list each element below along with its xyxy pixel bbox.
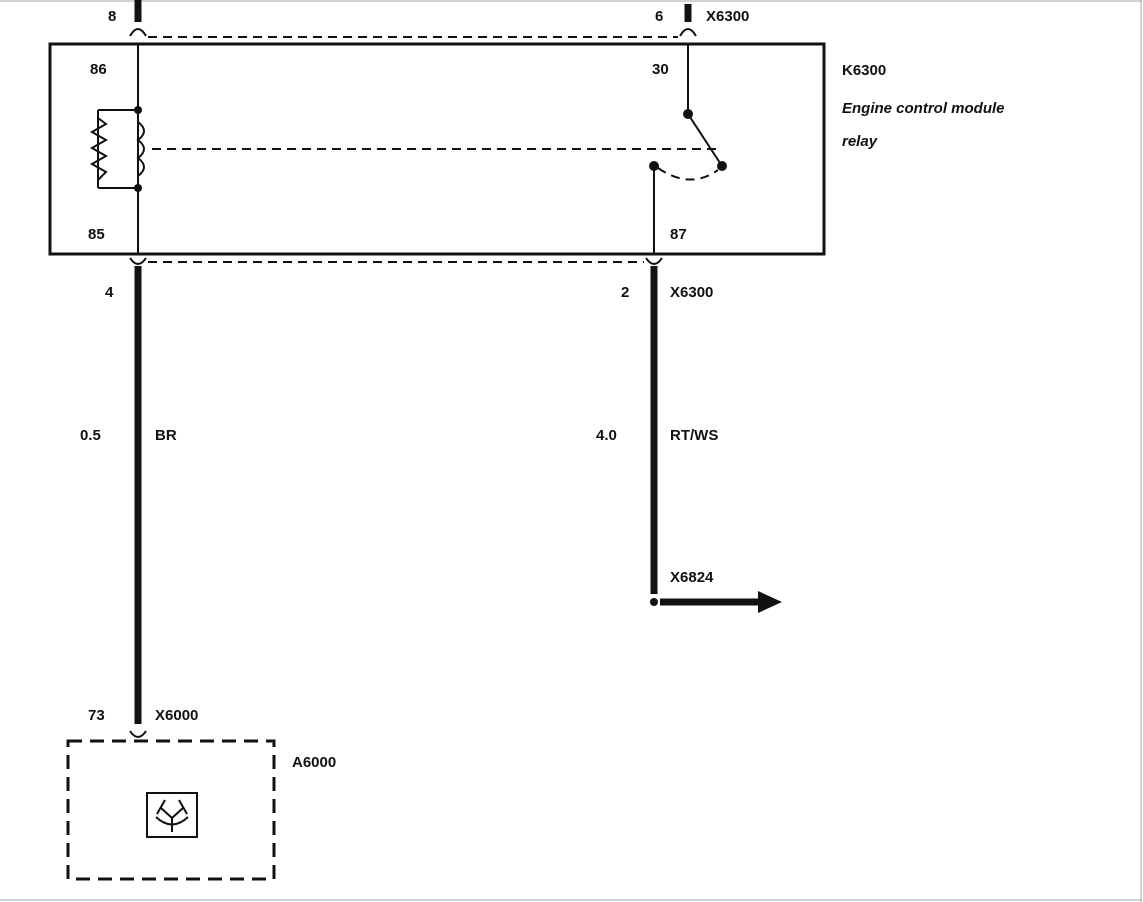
coil-node-top: [134, 106, 142, 114]
wire-right: 4.0 RT/WS X6824: [596, 266, 782, 613]
relay-k6300: K6300 Engine control module relay 86 85 …: [48, 42, 1005, 256]
top-connector-pin-right: 6: [655, 8, 663, 25]
top-connector-id: X6300: [706, 8, 749, 25]
relay-pin-30: 30: [652, 61, 669, 78]
module-box: [66, 739, 276, 881]
relay-pin-87: 87: [670, 226, 687, 243]
top-connector: 8 6 X6300: [108, 0, 749, 38]
wire-right-size: 4.0: [596, 427, 617, 444]
module-connector-pin: 73: [88, 707, 105, 724]
switch-blade: [687, 113, 723, 167]
relay-id: K6300: [842, 62, 886, 79]
switch-node-blade: [717, 161, 727, 171]
bottom-left-socket-arc: [129, 257, 147, 265]
top-left-plug-arc: [129, 28, 147, 37]
relay-name-line1: Engine control module: [842, 100, 1005, 117]
module-connector-id: X6000: [155, 707, 198, 724]
wire-left-color-code: BR: [155, 427, 177, 444]
arrow-right-icon: [758, 591, 782, 613]
wire-right-destination: X6824: [670, 569, 714, 586]
bottom-connector: 4 2 X6300: [105, 257, 713, 301]
coil-winding: [136, 121, 145, 177]
wire-right-color-code: RT/WS: [670, 427, 718, 444]
relay-name-line2: relay: [842, 133, 878, 150]
bottom-connector-pin-left: 4: [105, 284, 114, 301]
relay-pin-85: 85: [88, 226, 105, 243]
relay-pin-86: 86: [90, 61, 107, 78]
coil-node-bottom: [134, 184, 142, 192]
top-right-plug-arc: [679, 28, 697, 37]
bottom-connector-pin-right: 2: [621, 284, 629, 301]
top-connector-pin-left: 8: [108, 8, 116, 25]
bottom-right-socket-arc: [645, 257, 663, 265]
wire-left-size: 0.5: [80, 427, 101, 444]
module-socket-arc: [129, 730, 147, 738]
module-id: A6000: [292, 754, 336, 771]
bottom-connector-id: X6300: [670, 284, 713, 301]
module-a6000: 73 X6000 A6000: [66, 707, 336, 881]
wire-left: 0.5 BR: [80, 266, 177, 724]
switch-travel-arc: [657, 167, 719, 181]
wire-right-node: [650, 598, 658, 606]
coil-resistor-zigzag: [89, 117, 109, 181]
relay-box: [48, 42, 826, 256]
engine-control-module-icon: [146, 792, 198, 838]
